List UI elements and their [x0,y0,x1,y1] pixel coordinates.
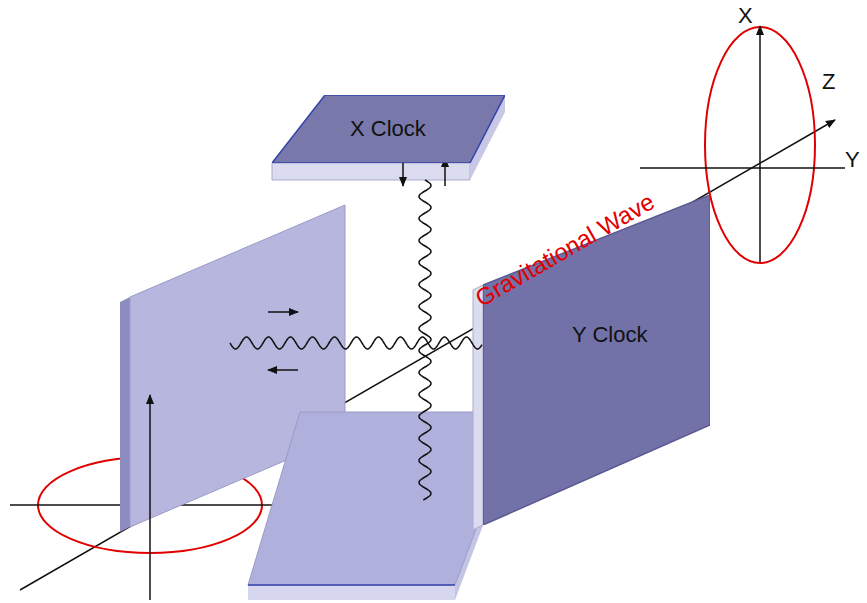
plate-side [248,585,455,600]
direction-arrow [268,311,298,313]
z-axis-line [20,120,835,590]
light-wave [419,180,431,500]
axis-label: Z [822,69,835,95]
plate-side [473,285,483,530]
clock-label: Y Clock [572,322,647,348]
plate-side [120,297,130,532]
axis-line [149,395,151,600]
polarization-ellipse [705,27,815,263]
plate-face [272,95,505,163]
axis-label: Y [845,147,860,173]
axis-label: X [738,3,753,29]
plate-edge [248,584,455,586]
axis-line [640,167,845,169]
clock-plate: X Clock [272,95,505,163]
axis-line [759,26,761,262]
light-wave [230,337,482,349]
clock-label: X Clock [350,116,426,142]
direction-arrow [268,369,298,371]
plate-side [272,163,470,180]
